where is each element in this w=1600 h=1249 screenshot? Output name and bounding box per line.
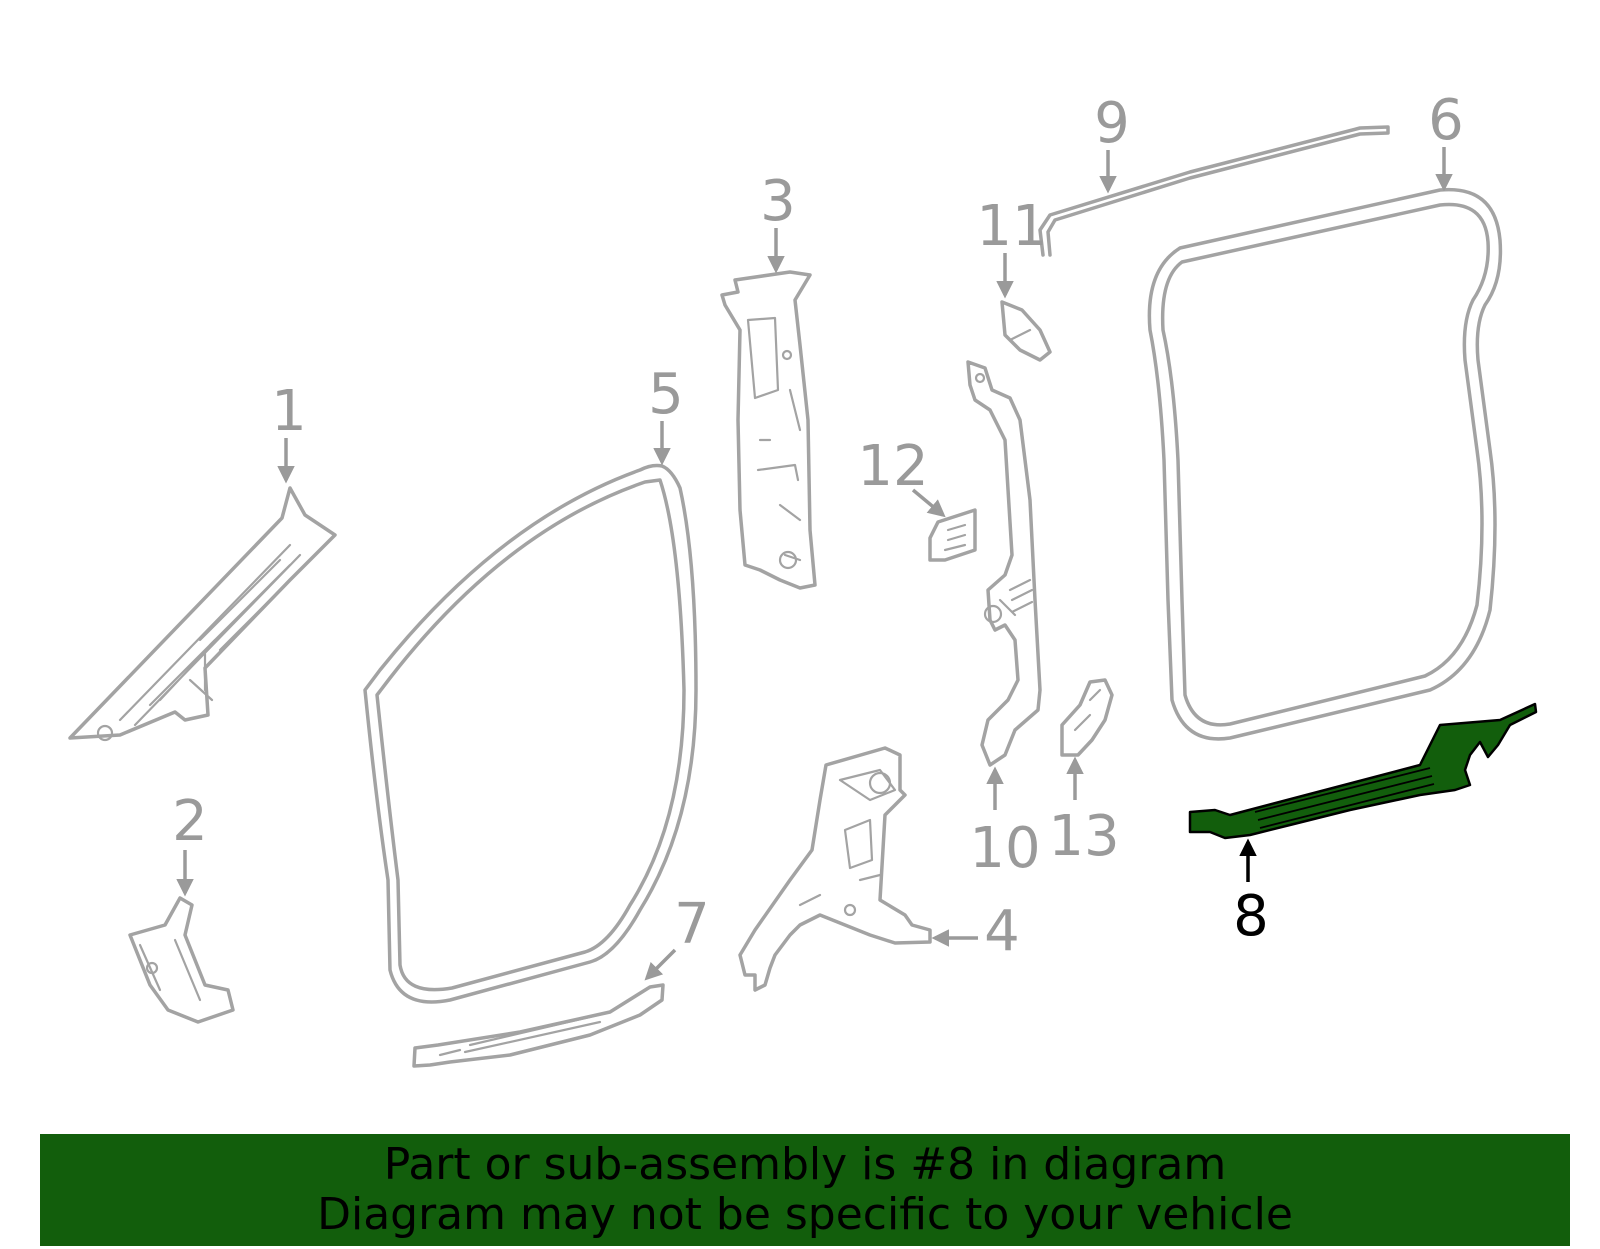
callout-3: 3: [760, 169, 796, 274]
callout-8-label: 8: [1233, 884, 1269, 949]
callout-5-label: 5: [648, 362, 684, 427]
callout-9-label: 9: [1094, 91, 1130, 156]
part-12-bracket: [928, 508, 977, 562]
part-5-door-weatherstrip: [363, 463, 698, 1004]
callout-10: 10: [969, 766, 1041, 881]
callout-11: 11: [976, 194, 1048, 299]
part-8-rear-scuff-highlighted: [1188, 702, 1538, 840]
callout-6-label: 6: [1428, 88, 1464, 153]
part-7-front-scuff: [412, 983, 665, 1068]
callout-10-label: 10: [969, 816, 1040, 881]
callout-7-label: 7: [674, 892, 710, 957]
callout-2-label: 2: [172, 789, 208, 854]
callout-12: 12: [857, 434, 946, 518]
callout-13-label: 13: [1048, 804, 1119, 869]
callout-11-label: 11: [976, 194, 1047, 259]
part-13-bracket: [1060, 678, 1114, 757]
part-10-center-garnish: [966, 360, 1042, 767]
info-banner: Part or sub-assembly is #8 in diagram Di…: [40, 1134, 1570, 1246]
callout-4: 4: [931, 899, 1020, 964]
callout-7: 7: [644, 892, 710, 981]
callout-7-arrow: [644, 948, 677, 981]
callout-12-arrow: [911, 488, 946, 518]
callout-13: 13: [1048, 756, 1120, 869]
callout-8-highlighted: 8: [1233, 838, 1269, 949]
part-1-pillar-trim: [68, 486, 337, 742]
part-9-roof-molding: [1038, 125, 1390, 257]
callout-1: 1: [271, 379, 307, 484]
callout-5: 5: [648, 362, 684, 466]
part-2-lower-trim: [128, 896, 235, 1024]
callout-6: 6: [1428, 88, 1464, 192]
callout-2: 2: [172, 789, 208, 897]
callout-4-label: 4: [984, 899, 1020, 964]
part-6-rear-door-weatherstrip: [1147, 187, 1503, 741]
callout-3-label: 3: [760, 169, 796, 234]
callout-12-label: 12: [857, 434, 928, 499]
callout-9: 9: [1094, 91, 1130, 194]
banner-line-1: Part or sub-assembly is #8 in diagram: [383, 1139, 1227, 1190]
callout-1-label: 1: [271, 379, 307, 444]
part-11-cover: [1000, 300, 1052, 362]
part-3-b-pillar-upper: [720, 270, 817, 590]
part-4-b-pillar-lower: [738, 746, 932, 992]
banner-line-2: Diagram may not be specific to your vehi…: [317, 1189, 1293, 1240]
